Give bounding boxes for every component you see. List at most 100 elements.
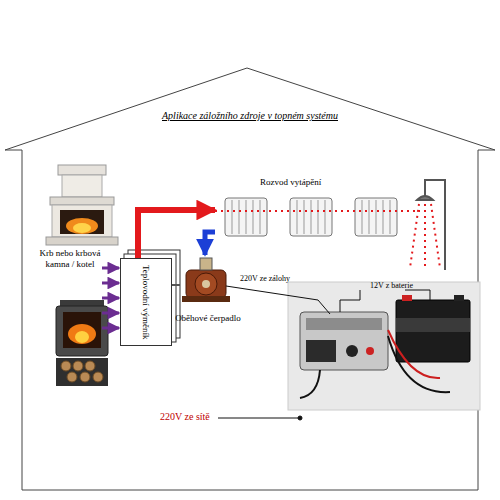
fireplace-picture-part bbox=[60, 210, 104, 234]
fireplace-picture-part bbox=[62, 175, 102, 197]
radiator-fins-part bbox=[246, 200, 247, 234]
diagram-title: Aplikace záložního zdroje v topném systé… bbox=[100, 110, 400, 121]
distribution-dotted-line bbox=[215, 210, 420, 212]
node-label: Krb nebo krbová kamna / kotel bbox=[38, 248, 102, 270]
power-wires bbox=[218, 286, 430, 420]
stove-picture-part bbox=[80, 372, 90, 382]
stove-picture-part bbox=[60, 300, 104, 306]
return-water-pipe-line bbox=[205, 232, 215, 255]
hot-water-pipe bbox=[138, 210, 215, 258]
fireplace-picture-part bbox=[66, 218, 98, 234]
shower-spray-part bbox=[424, 204, 426, 268]
radiator-fins-part bbox=[260, 200, 261, 234]
stove-picture-part bbox=[85, 361, 95, 371]
fireplace-picture bbox=[46, 165, 118, 245]
battery-cables bbox=[300, 330, 450, 398]
radiator-fins-part bbox=[325, 200, 326, 234]
backup-source-photo-part bbox=[396, 300, 470, 362]
power-wires-part bbox=[340, 290, 360, 312]
stove-picture-part bbox=[68, 324, 96, 344]
radiator-fins-part bbox=[297, 200, 298, 234]
heat-exchanger-box: Teplovodní výměník bbox=[120, 258, 172, 346]
fireplace-picture-part bbox=[52, 205, 112, 237]
node-label: Rozvod vytápění bbox=[260, 177, 400, 188]
shower-symbol bbox=[417, 180, 445, 270]
pump-picture-part bbox=[182, 296, 230, 302]
power-wires-part bbox=[218, 418, 300, 419]
house-outline bbox=[5, 68, 495, 490]
heat-flow-arrows-line bbox=[102, 267, 119, 270]
pump-picture bbox=[182, 258, 230, 302]
radiator-fins-part bbox=[253, 200, 254, 234]
heat-flow-arrows-line bbox=[102, 297, 119, 300]
backup-source-photo-part bbox=[402, 295, 412, 301]
power-wires-part bbox=[318, 300, 330, 314]
radiator-fins-part bbox=[383, 200, 384, 234]
heat-flow-arrows-line bbox=[102, 312, 119, 315]
radiator-fins-part bbox=[376, 200, 377, 234]
radiator-fins-part bbox=[390, 200, 391, 234]
pump-picture-part bbox=[200, 258, 212, 270]
stove-picture-part bbox=[67, 372, 77, 382]
power-wires-part bbox=[226, 286, 318, 300]
radiator-fins-part bbox=[369, 200, 370, 234]
radiators bbox=[225, 198, 397, 236]
radiators-part bbox=[290, 198, 332, 236]
stove-picture-part bbox=[61, 361, 71, 371]
power-wires-part bbox=[405, 290, 430, 300]
battery-cables-part bbox=[388, 336, 450, 392]
stove-picture-part bbox=[73, 361, 83, 371]
backup-source-photo-part bbox=[366, 347, 374, 355]
backup-source-photo-part bbox=[306, 340, 336, 362]
radiator-fins bbox=[232, 200, 390, 234]
backup-source-photo-part bbox=[346, 345, 358, 357]
node-label: Teplovodní výměník bbox=[140, 265, 152, 340]
backup-source-photo-part bbox=[454, 295, 464, 301]
radiators-part bbox=[355, 198, 397, 236]
heat-source-node: Krb nebo krbová kamna / kotel bbox=[38, 160, 102, 390]
hot-water-pipe-line bbox=[138, 210, 215, 258]
battery-cables-part bbox=[388, 330, 440, 378]
battery-cables-part bbox=[300, 370, 320, 398]
backup-source-photo-part bbox=[300, 312, 388, 370]
backup-source-photo bbox=[288, 282, 480, 410]
radiator-fins-part bbox=[362, 200, 363, 234]
radiator-fins-part bbox=[318, 200, 319, 234]
shower-symbol-part bbox=[417, 196, 433, 200]
radiator-fins-part bbox=[304, 200, 305, 234]
fireplace-picture-part bbox=[73, 223, 91, 233]
pump-picture-part bbox=[186, 270, 226, 298]
heating-distribution-node: Rozvod vytápění bbox=[215, 175, 405, 240]
pump-picture-part bbox=[195, 273, 217, 295]
node-label: Oběhové čerpadlo bbox=[174, 313, 242, 324]
shower-spray bbox=[410, 204, 440, 268]
stove-picture-part bbox=[56, 306, 108, 356]
house-outline-part bbox=[22, 150, 478, 490]
backup-source-photo-part bbox=[306, 318, 382, 330]
stove-picture-part bbox=[56, 358, 108, 386]
power-label: 12V z baterie bbox=[370, 281, 413, 291]
fireplace-picture-part bbox=[46, 237, 118, 245]
fireplace-picture-part bbox=[50, 197, 114, 205]
power-label: 220V ze zálohy bbox=[240, 274, 290, 284]
stove-picture-part bbox=[63, 312, 101, 348]
backup-source-photo-part bbox=[396, 318, 470, 332]
power-wires-part bbox=[298, 416, 302, 420]
heat-flow-arrows-line bbox=[102, 327, 119, 330]
return-water-pipe bbox=[205, 232, 215, 255]
backup-source-photo-part bbox=[288, 282, 480, 410]
pump-node: Oběhové čerpadlo bbox=[180, 255, 236, 347]
house-outline-part bbox=[5, 150, 22, 151]
house-outline-part bbox=[478, 150, 495, 151]
stove-picture bbox=[56, 300, 108, 386]
pump-connection bbox=[172, 285, 180, 286]
stove-picture-part bbox=[75, 331, 89, 343]
stove-picture-part bbox=[93, 372, 103, 382]
shower-symbol-part bbox=[425, 180, 445, 270]
heat-flow-arrows-line bbox=[102, 282, 119, 285]
house-outline-part bbox=[5, 68, 495, 150]
shower-spray-part bbox=[431, 204, 440, 268]
shower-spray-part bbox=[410, 204, 419, 268]
radiators-part bbox=[225, 198, 267, 236]
